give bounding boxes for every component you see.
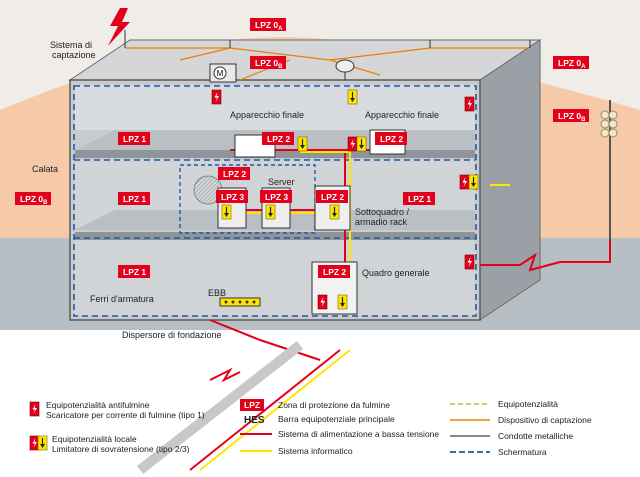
svg-text:Zona di protezione da fulmine: Zona di protezione da fulmine	[278, 400, 390, 410]
svg-text:HES: HES	[244, 415, 265, 426]
antenna-icon	[335, 59, 355, 80]
svg-text:LPZ 2: LPZ 2	[380, 134, 403, 144]
lpz-badge: LPZ 2	[262, 132, 294, 145]
svg-text:Sistema informatico: Sistema informatico	[278, 446, 353, 456]
spd-type2-icon	[221, 204, 232, 220]
label-foundation: Dispersore di fondazione	[122, 330, 222, 340]
spd-type2-icon	[329, 204, 340, 220]
lpz-badge: LPZ 1	[118, 192, 150, 205]
lpz-badge: LPZ 0A	[250, 18, 286, 32]
lpz-badge: LPZ 1	[118, 265, 150, 278]
lpz-badge: LPZ 2	[318, 265, 350, 278]
svg-text:Equipotenzialità locale: Equipotenzialità locale	[52, 434, 137, 444]
svg-text:M: M	[217, 69, 224, 78]
svg-text:LPZ 1: LPZ 1	[123, 267, 146, 277]
spd-type2-icon	[468, 174, 479, 190]
label-server: Server	[268, 177, 295, 187]
svg-text:LPZ: LPZ	[244, 400, 260, 410]
spd-type2-icon	[356, 136, 367, 152]
svg-text:LPZ 1: LPZ 1	[408, 194, 431, 204]
svg-text:LPZ 0B: LPZ 0B	[255, 58, 283, 70]
label-down-conductor: Calata	[32, 164, 58, 174]
spd-type1-icon	[464, 254, 475, 270]
underground-cables	[136, 341, 351, 474]
spd-type1-icon	[347, 136, 358, 152]
svg-text:LPZ 3: LPZ 3	[265, 192, 288, 202]
motor-icon: M	[209, 63, 237, 83]
legend: Equipotenzialità antifulmine Scaricatore…	[29, 399, 592, 457]
svg-text:Condotte metalliche: Condotte metalliche	[498, 431, 573, 441]
svg-text:Scaricatore per corrente di fu: Scaricatore per corrente di fulmine (tip…	[46, 410, 205, 420]
svg-text:LPZ 0B: LPZ 0B	[558, 111, 586, 123]
svg-text:Equipotenzialità antifulmine: Equipotenzialità antifulmine	[46, 400, 150, 410]
spd-type2-icon	[297, 136, 308, 152]
svg-text:Schermatura: Schermatura	[498, 447, 547, 457]
spd-type2-icon	[337, 294, 348, 310]
spd-type1-icon	[459, 174, 470, 190]
svg-text:Barra equipotenziale principal: Barra equipotenziale principale	[278, 414, 395, 424]
legend-background	[0, 330, 640, 477]
ebb-bar	[219, 297, 261, 307]
svg-text:LPZ 0A: LPZ 0A	[558, 58, 586, 70]
svg-text:LPZ 0B: LPZ 0B	[20, 194, 48, 206]
svg-text:LPZ 1: LPZ 1	[123, 134, 146, 144]
svg-text:LPZ 2: LPZ 2	[323, 267, 346, 277]
svg-text:LPZ 2: LPZ 2	[267, 134, 290, 144]
lpz-badge: LPZ 1	[403, 192, 435, 205]
label-ebb: EBB	[208, 288, 226, 298]
lpz-badge: LPZ 3	[216, 190, 248, 203]
svg-text:Dispositivo di captazione: Dispositivo di captazione	[498, 415, 592, 425]
svg-text:LPZ 0A: LPZ 0A	[255, 20, 283, 32]
lpz-badge: LPZ 2	[316, 190, 348, 203]
svg-text:Equipotenzialità: Equipotenzialità	[498, 399, 558, 409]
svg-text:LPZ 2: LPZ 2	[223, 169, 246, 179]
svg-text:LPZ 2: LPZ 2	[321, 192, 344, 202]
lpz-badge: LPZ 2	[375, 132, 407, 145]
lpz-badge: LPZ 2	[218, 167, 250, 180]
spd-type1-icon	[464, 96, 475, 112]
svg-text:Limitatore di sovratensione (t: Limitatore di sovratensione (tipo 2/3)	[52, 444, 190, 454]
label-main-panel: Quadro generale	[362, 268, 430, 278]
svg-text:LPZ 3: LPZ 3	[221, 192, 244, 202]
external-mast	[600, 100, 618, 240]
label-rebar: Ferri d'armatura	[90, 294, 154, 304]
spd-type2-icon	[29, 435, 48, 451]
spd-type2-icon	[265, 204, 276, 220]
lpz-badge: LPZ 1	[118, 132, 150, 145]
svg-text:Sistema di alimentazione a bas: Sistema di alimentazione a bassa tension…	[278, 429, 439, 439]
label-subpanel: Sottoquadro /armadio rack	[355, 207, 410, 227]
lpz-badge: LPZ 3	[260, 190, 292, 203]
label-end-device-1: Apparecchio finale	[230, 110, 304, 120]
lpz-badge: LPZ 0B	[15, 192, 51, 206]
label-end-device-2: Apparecchio finale	[365, 110, 439, 120]
spd-type1-icon	[317, 294, 328, 310]
spd-type1-icon	[211, 89, 222, 105]
lpz-badge: LPZ 0B	[250, 56, 286, 70]
spd-type2-icon	[347, 89, 358, 105]
spd-type1-icon	[29, 401, 40, 417]
lpz-badge: LPZ 0B	[553, 109, 589, 123]
svg-text:LPZ 1: LPZ 1	[123, 194, 146, 204]
lpz-badge: LPZ 0A	[553, 56, 589, 70]
lightning-icon	[108, 8, 130, 46]
